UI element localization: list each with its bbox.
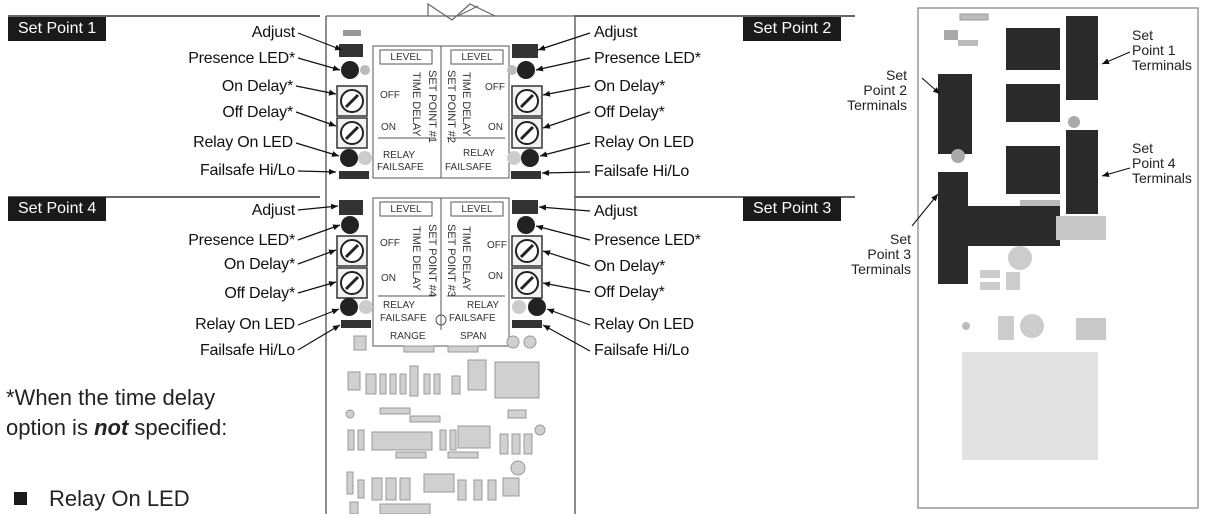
terminal-sp3-line1: Set [851, 232, 911, 247]
terminal-sp4-line2: Point 4 [1132, 156, 1192, 171]
sp3-failsafe-text: FAILSAFE [449, 313, 496, 324]
sp4-presence-led-label: Presence LED* [188, 232, 295, 250]
sp2-level-text: LEVEL [454, 52, 500, 63]
set-point-2-tag: Set Point 2 [743, 17, 841, 41]
sp3-presence-led-label: Presence LED* [594, 232, 701, 250]
sp1-level-text: LEVEL [383, 52, 429, 63]
sp3-on-text: ON [488, 271, 503, 282]
terminal-sp2-line2: Point 2 [847, 83, 907, 98]
sp4-time-delay-text: TIME DELAY [410, 226, 422, 291]
sp3-relay-text: RELAY [467, 300, 499, 311]
terminal-sp3-label: Set Point 3 Terminals [851, 232, 911, 277]
footnote-line-2-pre: option is [6, 415, 94, 440]
terminal-board-components [938, 16, 1106, 460]
sp1-set-point-text: SET POINT #1 [426, 70, 438, 143]
sp2-on-delay-label: On Delay* [594, 78, 665, 96]
sp2-on-text: ON [488, 122, 503, 133]
sp1-adjust-label: Adjust [252, 24, 295, 42]
terminal-sp2-line3: Terminals [847, 98, 907, 113]
sp4-on-delay-label: On Delay* [224, 256, 295, 274]
lower-board-components [346, 336, 545, 514]
sp1-time-delay-text: TIME DELAY [410, 72, 422, 137]
sp4-off-text: OFF [380, 238, 400, 249]
sp4-failsafe-text: FAILSAFE [380, 313, 427, 324]
sp3-failsafe-label: Failsafe Hi/Lo [594, 342, 689, 360]
sp3-on-delay-label: On Delay* [594, 258, 665, 276]
terminal-sp1-line3: Terminals [1132, 58, 1192, 73]
set-point-3-tag: Set Point 3 [743, 197, 841, 221]
sp3-off-delay-label: Off Delay* [594, 284, 665, 302]
range-text: RANGE [390, 331, 426, 342]
sp4-relay-text: RELAY [383, 300, 415, 311]
sp2-set-point-text: SET POINT #2 [445, 70, 457, 143]
sp4-relay-on-led-label: Relay On LED [195, 316, 295, 334]
terminal-sp3-line2: Point 3 [851, 247, 911, 262]
footnote-emphasis: not [94, 415, 128, 440]
terminal-sp4-line3: Terminals [1132, 171, 1192, 186]
set-point-1-tag: Set Point 1 [8, 17, 106, 41]
sp4-components [337, 200, 373, 328]
footnote-line-2-post: specified: [128, 415, 227, 440]
sp4-level-text: LEVEL [383, 204, 429, 215]
left-callout-arrows [296, 33, 342, 350]
sp1-off-delay-label: Off Delay* [222, 104, 293, 122]
sp3-relay-on-led-label: Relay On LED [594, 316, 694, 334]
sp2-failsafe-label: Failsafe Hi/Lo [594, 163, 689, 181]
sp1-failsafe-label: Failsafe Hi/Lo [200, 162, 295, 180]
sp3-components [512, 200, 546, 328]
sp4-set-point-text: SET POINT #4 [426, 224, 438, 297]
sp4-on-text: ON [381, 273, 396, 284]
set-point-4-tag: Set Point 4 [8, 197, 106, 221]
sp1-presence-led-label: Presence LED* [188, 50, 295, 68]
sp1-components [337, 30, 372, 179]
sp4-adjust-label: Adjust [252, 202, 295, 220]
terminal-sp1-label: Set Point 1 Terminals [1132, 28, 1192, 73]
terminal-sp3-line3: Terminals [851, 262, 911, 277]
sp2-off-delay-label: Off Delay* [594, 104, 665, 122]
terminal-sp4-label: Set Point 4 Terminals [1132, 141, 1192, 186]
terminal-sp1-line1: Set [1132, 28, 1192, 43]
sp2-presence-led-label: Presence LED* [594, 50, 701, 68]
sp3-level-text: LEVEL [454, 204, 500, 215]
sp4-off-delay-label: Off Delay* [224, 285, 295, 303]
sp3-time-delay-text: TIME DELAY [460, 226, 472, 291]
sp2-relay-text: RELAY [463, 148, 495, 159]
sp2-relay-on-led-label: Relay On LED [594, 134, 694, 152]
sp1-relay-text: RELAY [383, 150, 415, 161]
sp2-adjust-label: Adjust [594, 24, 637, 42]
bullet-square-icon [14, 492, 27, 505]
bullet-item: Relay On LED [14, 486, 190, 512]
span-text: SPAN [460, 331, 487, 342]
sp2-failsafe-text: FAILSAFE [445, 162, 492, 173]
terminal-sp2-label: Set Point 2 Terminals [847, 68, 907, 113]
sp1-on-text: ON [381, 122, 396, 133]
terminal-sp4-line1: Set [1132, 141, 1192, 156]
sp2-off-text: OFF [485, 82, 505, 93]
footnote-line-1: *When the time delay [6, 384, 215, 411]
terminal-sp2-line1: Set [847, 68, 907, 83]
sp1-off-text: OFF [380, 90, 400, 101]
footnote-line-2: option is not specified: [6, 414, 227, 441]
sp3-adjust-label: Adjust [594, 203, 637, 221]
sp2-time-delay-text: TIME DELAY [460, 72, 472, 137]
sp1-failsafe-text: FAILSAFE [377, 162, 424, 173]
sp4-failsafe-label: Failsafe Hi/Lo [200, 342, 295, 360]
sp2-components [507, 44, 542, 179]
sp3-set-point-text: SET POINT #3 [445, 224, 457, 297]
sp1-relay-on-led-label: Relay On LED [193, 134, 293, 152]
terminal-sp1-line2: Point 1 [1132, 43, 1192, 58]
bullet-text: Relay On LED [49, 486, 190, 511]
sp1-on-delay-label: On Delay* [222, 78, 293, 96]
sp3-off-text: OFF [487, 240, 507, 251]
